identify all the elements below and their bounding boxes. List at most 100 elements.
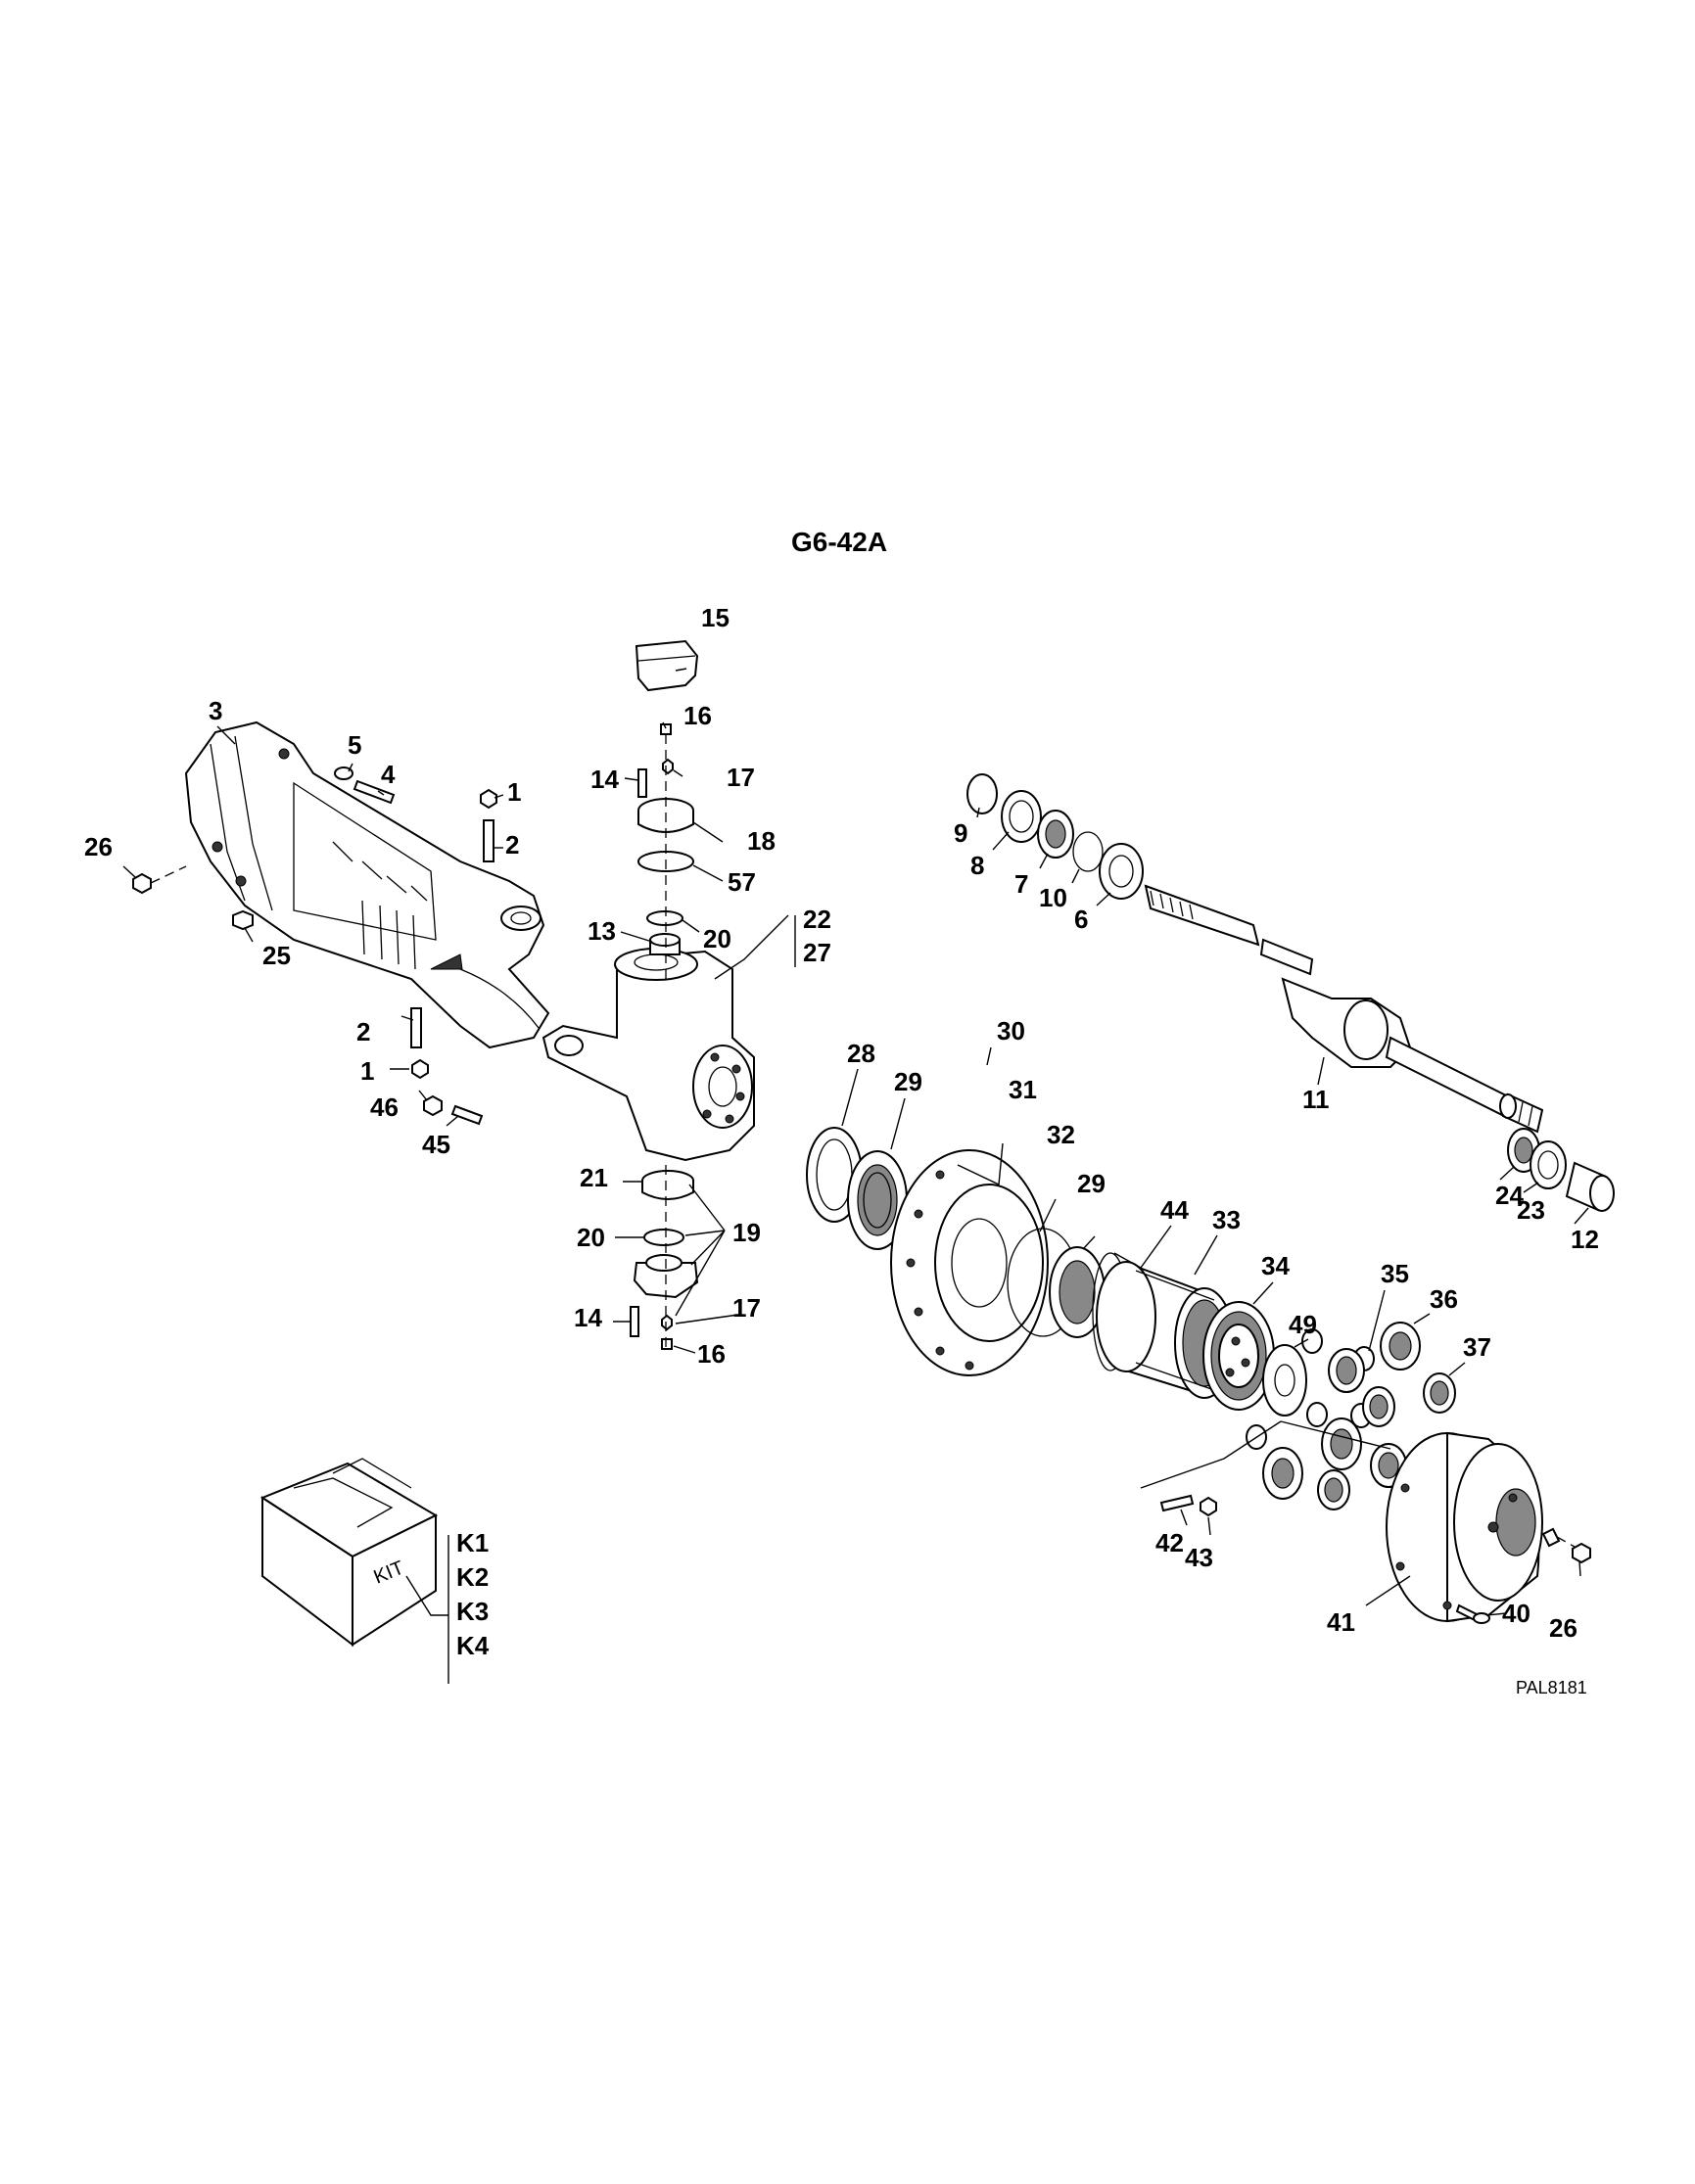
callout-13: 13	[588, 916, 616, 946]
callout-9: 9	[954, 818, 967, 848]
callout-27: 27	[803, 938, 831, 967]
callout-21: 21	[580, 1163, 608, 1192]
callout-30: 30	[997, 1016, 1025, 1046]
drawing-code: PAL8181	[1516, 1678, 1587, 1697]
fitting-16-bottom	[661, 1338, 673, 1350]
callout-29-b: 29	[1077, 1169, 1106, 1198]
stud-45	[450, 1104, 484, 1126]
callout-42: 42	[1155, 1528, 1184, 1557]
callout-40: 40	[1502, 1599, 1530, 1628]
callout-11: 11	[1302, 1085, 1330, 1114]
shim-20-top	[646, 910, 683, 926]
stud-2-bottom	[410, 1007, 422, 1048]
callout-3: 3	[209, 696, 222, 725]
plug-26-left	[132, 872, 152, 895]
callout-2-bottom: 2	[356, 1017, 370, 1046]
bolt-14-top	[637, 768, 647, 798]
kit-code-1: K1	[456, 1528, 489, 1557]
bolt-4	[353, 779, 396, 805]
callout-20-top: 20	[703, 924, 731, 953]
callout-2-top: 2	[505, 830, 519, 860]
seal-8	[1001, 790, 1042, 843]
callout-35: 35	[1381, 1259, 1409, 1288]
callout-46: 46	[370, 1092, 399, 1122]
callout-20-bottom: 20	[577, 1223, 605, 1252]
callout-43: 43	[1185, 1543, 1213, 1572]
nut-43	[1200, 1496, 1217, 1517]
steering-knuckle	[541, 948, 755, 1162]
callout-14-bottom: 14	[574, 1303, 602, 1332]
callout-37: 37	[1463, 1332, 1491, 1362]
callout-5: 5	[348, 730, 361, 760]
axle-housing	[184, 720, 550, 1049]
callout-24: 24	[1495, 1181, 1524, 1210]
seal-23	[1530, 1140, 1567, 1189]
callout-57: 57	[728, 867, 756, 897]
callout-22: 22	[803, 905, 831, 934]
callout-4: 4	[381, 760, 396, 789]
nut-1-top	[480, 788, 497, 810]
callout-29-a: 29	[894, 1067, 922, 1096]
callout-15: 15	[701, 603, 730, 632]
washer-5	[334, 767, 353, 780]
callout-32: 32	[1047, 1120, 1075, 1149]
diagram-title: G6-42A	[791, 527, 887, 557]
callout-6: 6	[1074, 905, 1088, 934]
kit-codes: K1 K2 K3 K4	[456, 1528, 490, 1660]
callout-28: 28	[847, 1039, 875, 1068]
kingpin-bottom-stack	[630, 1165, 699, 1351]
plug-25	[232, 909, 254, 931]
leader-lines	[122, 668, 1589, 1684]
callout-44: 44	[1160, 1195, 1189, 1225]
callout-1-top: 1	[507, 777, 521, 807]
callout-16-bottom: 16	[697, 1339, 726, 1369]
shim-20-bottom	[643, 1229, 684, 1246]
callout-33: 33	[1212, 1205, 1241, 1234]
kit-code-2: K2	[456, 1562, 489, 1592]
plug-26-right	[1572, 1542, 1591, 1564]
nut-1-bottom	[411, 1058, 429, 1080]
fitting-16-top	[660, 723, 672, 735]
callout-26-right: 26	[1549, 1613, 1577, 1643]
wheel-hub	[806, 1127, 1106, 1376]
planetary-housing	[1159, 1431, 1591, 1624]
washer-49	[1262, 1344, 1307, 1417]
kit-code-3: K3	[456, 1597, 489, 1626]
callout-25: 25	[262, 941, 291, 970]
callout-36: 36	[1430, 1284, 1458, 1314]
callout-19: 19	[732, 1218, 761, 1247]
ring-9	[966, 773, 998, 814]
callout-18: 18	[747, 826, 776, 856]
stud-2-top	[483, 819, 494, 862]
callout-34: 34	[1261, 1251, 1290, 1280]
kingpin-top-stack	[635, 639, 699, 979]
callout-7: 7	[1014, 869, 1028, 899]
kit-box: KIT	[259, 1458, 439, 1648]
grease-17-bottom	[661, 1314, 673, 1331]
kit-code-4: K4	[456, 1631, 490, 1660]
callout-10: 10	[1039, 883, 1067, 912]
callout-31: 31	[1009, 1075, 1037, 1104]
callout-8: 8	[970, 851, 984, 880]
callout-17-bottom: 17	[732, 1293, 761, 1323]
callout-14-top: 14	[590, 765, 619, 794]
drive-shaft	[966, 773, 1615, 1212]
grease-17-top	[662, 758, 674, 775]
nut-46	[423, 1094, 443, 1117]
callout-16-top: 16	[683, 701, 712, 730]
callout-41: 41	[1327, 1607, 1355, 1637]
callout-23: 23	[1517, 1195, 1545, 1225]
callout-45: 45	[422, 1130, 450, 1159]
shim-10	[1072, 831, 1104, 872]
callout-17-top: 17	[727, 763, 755, 792]
cover-15	[635, 639, 699, 692]
stud-42	[1159, 1494, 1195, 1512]
callout-26-left: 26	[84, 832, 113, 861]
callout-1-bottom: 1	[360, 1056, 374, 1086]
callout-12: 12	[1571, 1225, 1599, 1254]
ring-6	[1099, 843, 1144, 900]
callout-49: 49	[1289, 1310, 1317, 1339]
housing-fasteners	[132, 767, 497, 1126]
callout-labels: 15 3 5 4 16 17 14 1 2 26 18 57 25 13 20 …	[84, 603, 1599, 1643]
